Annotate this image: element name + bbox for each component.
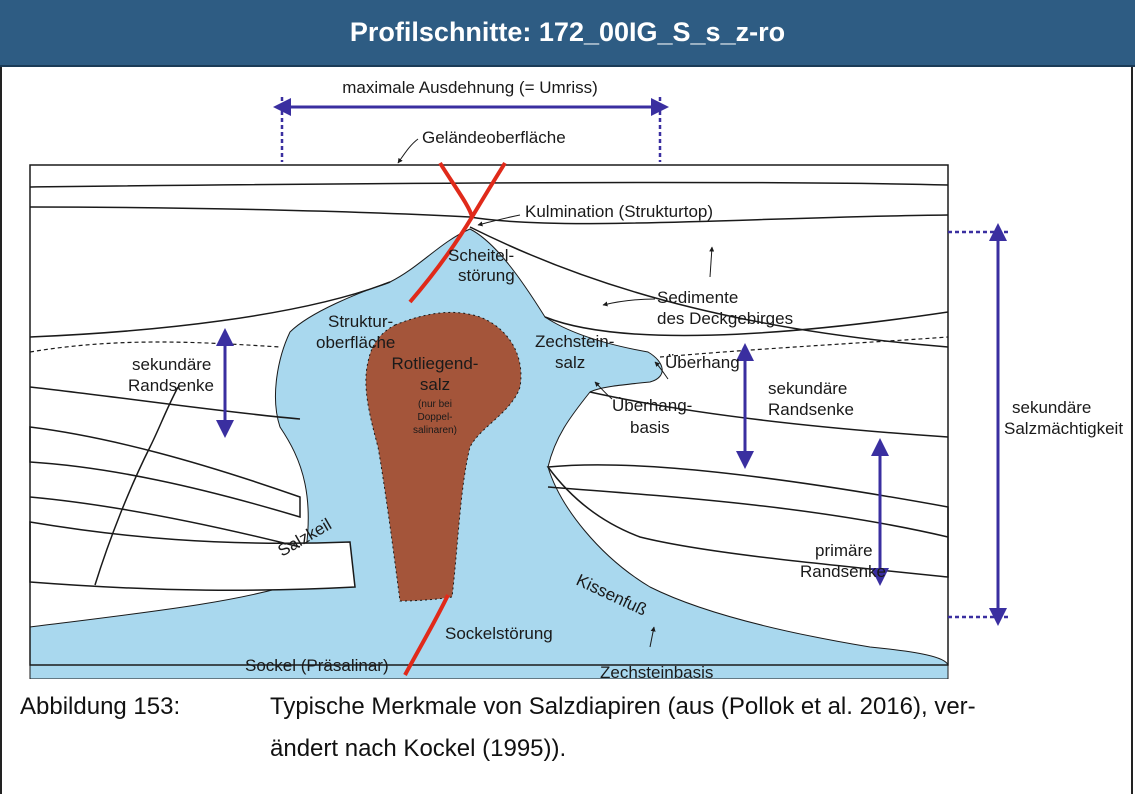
label-crest-fault-2: störung (458, 266, 515, 285)
crest-fault-2 (470, 161, 507, 219)
left-block (29, 426, 301, 519)
label-sec-thickness-1: sekundäre (1012, 398, 1091, 417)
label-sediments-1: Sedimente (657, 288, 738, 307)
label-surface: Geländeoberfläche (422, 128, 566, 147)
label-zechstein-base: Zechsteinbasis (600, 663, 713, 679)
caption-line-2: ändert nach Kockel (1995)). (270, 735, 567, 762)
label-sec-rim-right-2: Randsenke (768, 400, 854, 419)
label-sec-thickness-2: Salzmächtigkeit (1004, 419, 1123, 438)
label-structure-surface-1: Struktur- (328, 312, 393, 331)
label-rotliegend-4: Doppel- (417, 412, 452, 423)
caption-line-1: Typische Merkmale von Salzdiapiren (aus … (270, 693, 976, 720)
label-primary-rim-2: Randsenke (800, 562, 886, 581)
label-overhang-base-2: basis (630, 418, 670, 437)
label-basement: Sockel (Präsalinar) (245, 656, 389, 675)
leader-overhang-base (594, 381, 613, 400)
layer-line-6 (659, 336, 949, 358)
fault-left-small (94, 386, 179, 586)
layer-line-8 (29, 386, 301, 420)
label-culmination: Kulmination (Strukturtop) (525, 202, 713, 221)
layer-line-3 (29, 281, 949, 338)
label-overhang-base-1: Überhang- (612, 396, 692, 415)
label-overhang: Überhang (665, 353, 740, 372)
layer-line-4 (469, 226, 949, 348)
caption-text: Typische Merkmale von Salzdiapiren (aus … (270, 686, 1100, 770)
section-box (29, 164, 949, 666)
label-sediments-2: des Deckgebirges (657, 309, 793, 328)
label-zechstein-salt-1: Zechstein- (535, 332, 614, 351)
leader-zechstein-base (649, 626, 656, 648)
rotliegend-salt-body (365, 311, 522, 602)
label-rotliegend-5: salinaren) (413, 425, 457, 436)
leader-sediments (602, 298, 656, 307)
label-sec-rim-left-2: Randsenke (128, 376, 214, 395)
layer-line-9 (547, 486, 949, 538)
label-base-fault: Sockelstörung (445, 624, 553, 643)
leader-surface (397, 138, 419, 164)
label-rotliegend-3: (nur bei (418, 399, 452, 410)
page-title: Profilschnitte: 172_00IG_S_s_z-ro (349, 17, 786, 47)
layer-line-10 (29, 496, 301, 548)
caption-number: Abbildung 153: (20, 693, 181, 720)
zechstein-salt-body (29, 228, 949, 679)
header-bar: Profilschnitte: 172_00IG_S_s_z-ro (0, 0, 1135, 67)
right-layers (546, 464, 949, 578)
crest-fault-1 (408, 161, 475, 304)
label-rotliegend-1: Rotliegend- (392, 354, 479, 373)
layer-line-1 (29, 181, 949, 188)
label-crest-fault-1: Scheitel- (448, 246, 514, 265)
label-structure-surface-2: oberfläche (316, 333, 395, 352)
layer-line-2 (29, 206, 949, 225)
layer-line-5 (29, 341, 281, 353)
label-sec-rim-left-1: sekundäre (132, 355, 211, 374)
salt-diapir-figure: maximale Ausdehnung (= Umriss) Geländeob… (0, 67, 1135, 679)
leader-culmination (477, 214, 521, 227)
label-zechstein-salt-2: salz (555, 353, 585, 372)
label-max-extent: maximale Ausdehnung (= Umriss) (342, 78, 598, 97)
leader-sediments-up (709, 246, 715, 278)
diagram-svg: maximale Ausdehnung (= Umriss) Geländeob… (29, 78, 1123, 679)
label-sec-rim-right-1: sekundäre (768, 379, 847, 398)
leader-overhang (654, 361, 669, 380)
base-fault (403, 594, 450, 676)
label-primary-rim-1: primäre (815, 541, 873, 560)
label-rotliegend-2: salz (420, 375, 450, 394)
